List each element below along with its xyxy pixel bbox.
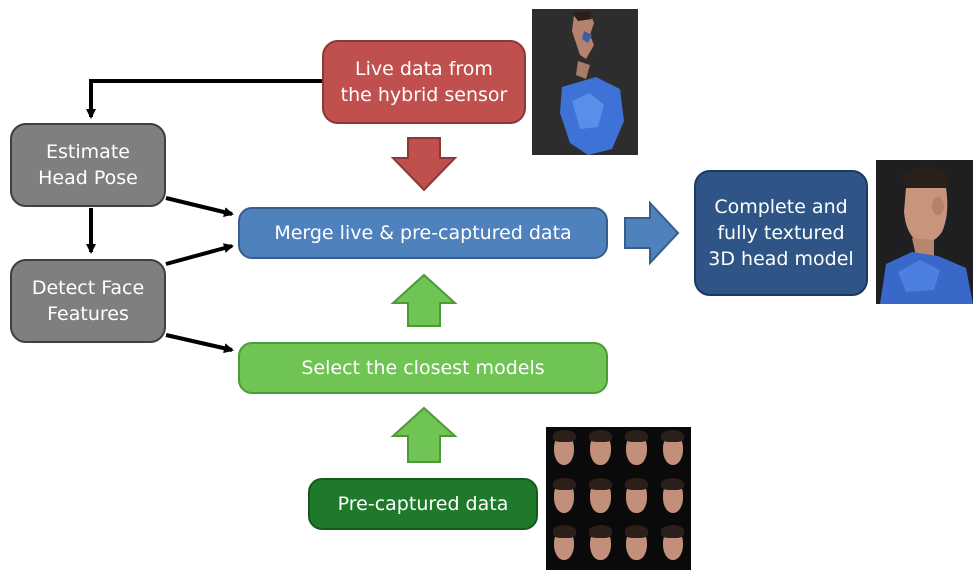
arrow-detect-to-merge xyxy=(165,243,234,266)
detect-line1: Detect Face xyxy=(31,277,145,299)
face-thumbnail xyxy=(619,522,655,570)
face-thumbnail xyxy=(655,427,691,475)
select-models-box: Select the closest models xyxy=(238,342,608,394)
face-thumbnail xyxy=(546,475,582,523)
precaptured-data-box: Pre-captured data xyxy=(308,478,538,530)
arrow-detect-to-select xyxy=(165,333,234,354)
face-thumbnail xyxy=(546,427,582,475)
face-thumbnail xyxy=(582,427,618,475)
final-line1: Complete and xyxy=(714,196,848,218)
arrow-precaptured-to-select xyxy=(390,406,458,463)
arrow-merge-to-final xyxy=(624,200,680,266)
detect-face-features-box: Detect Face Features xyxy=(10,259,166,343)
merge-data-box: Merge live & pre-captured data xyxy=(238,207,608,259)
face-thumbnail xyxy=(655,475,691,523)
face-thumbnail xyxy=(582,522,618,570)
face-thumbnail xyxy=(619,475,655,523)
estimate-line2: Head Pose xyxy=(38,167,138,189)
final-model-box: Complete and fully textured 3D head mode… xyxy=(694,170,868,296)
face-thumbnail xyxy=(619,427,655,475)
estimate-head-pose-box: Estimate Head Pose xyxy=(10,123,166,207)
final-line2: fully textured xyxy=(717,222,845,244)
select-label: Select the closest models xyxy=(301,357,545,379)
final-line3: 3D head model xyxy=(708,248,854,270)
live-data-line1: Live data from xyxy=(355,58,493,80)
face-thumbnail xyxy=(655,522,691,570)
merge-label: Merge live & pre-captured data xyxy=(274,222,572,244)
detect-line2: Features xyxy=(47,303,129,325)
live-capture-image xyxy=(532,9,638,155)
estimate-line1: Estimate xyxy=(46,141,130,163)
arrow-live-to-estimate xyxy=(86,79,322,119)
precaptured-faces-grid xyxy=(546,427,691,570)
live-data-line2: the hybrid sensor xyxy=(340,84,508,106)
final-head-model-image xyxy=(876,160,973,304)
face-thumbnail xyxy=(582,475,618,523)
arrow-select-to-merge xyxy=(390,273,458,327)
live-data-box: Live data from the hybrid sensor xyxy=(322,40,526,124)
arrow-live-to-merge xyxy=(390,137,458,192)
precaptured-label: Pre-captured data xyxy=(337,493,509,515)
face-thumbnail xyxy=(546,522,582,570)
arrow-estimate-to-merge xyxy=(165,196,234,217)
